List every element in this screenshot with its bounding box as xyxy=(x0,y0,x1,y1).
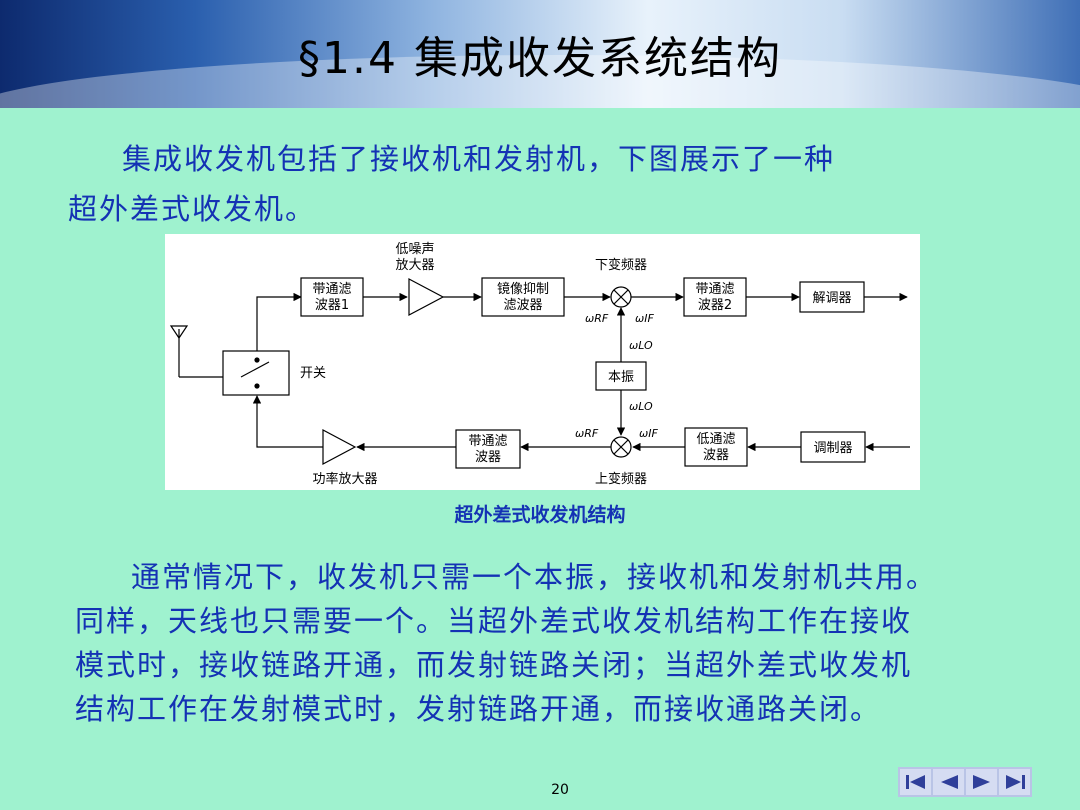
transceiver-diagram: 开关 带通滤 波器1 低噪声 放大器 镜像抑制 滤波器 下变频器 ωRF ωIF… xyxy=(165,234,920,490)
omega-lo-top: ωLO xyxy=(629,339,653,352)
local-oscillator-label: 本振 xyxy=(608,370,634,385)
lpf-label-line2: 波器 xyxy=(703,448,729,463)
diagram-caption: 超外差式收发机结构 xyxy=(454,504,626,526)
skip-forward-icon xyxy=(1005,775,1025,789)
wire-pa-switch xyxy=(252,395,323,448)
down-mixer-icon xyxy=(610,286,632,308)
omega-rf-rx: ωRF xyxy=(585,312,609,325)
modulator-label: 调制器 xyxy=(813,441,852,456)
upconverter-label: 上变频器 xyxy=(595,471,647,487)
bpf1-label-line1: 带通滤 xyxy=(312,282,351,297)
body-line-2: 同样，天线也只需要一个。当超外差式收发机结构工作在接收 xyxy=(75,604,913,638)
demodulator-label: 解调器 xyxy=(812,291,851,306)
slide-navigation xyxy=(898,767,1032,797)
body-line-1: 通常情况下，收发机只需一个本振，接收机和发射机共用。 xyxy=(131,560,938,594)
power-amp-label: 功率放大器 xyxy=(312,471,377,487)
diagram-svg: 开关 带通滤 波器1 低噪声 放大器 镜像抑制 滤波器 下变频器 ωRF ωIF… xyxy=(169,242,910,487)
omega-lo-bottom: ωLO xyxy=(629,400,653,413)
bpf2-label-line2: 波器2 xyxy=(698,298,732,313)
bpf2-box xyxy=(683,277,747,317)
lpf-label-line1: 低通滤 xyxy=(696,432,735,447)
omega-if-tx: ωIF xyxy=(639,427,658,440)
body-paragraph: 通常情况下，收发机只需一个本振，接收机和发射机共用。 同样，天线也只需要一个。当… xyxy=(75,555,1050,731)
page-number: 20 xyxy=(551,782,569,798)
lna-label-line1: 低噪声 xyxy=(395,242,434,257)
triangle-left-icon xyxy=(940,775,958,789)
lpf-box xyxy=(684,427,748,467)
last-slide-button[interactable] xyxy=(999,769,1030,795)
title-banner xyxy=(0,0,1080,108)
intro-line-1: 集成收发机包括了接收机和发射机，下图展示了一种 xyxy=(122,142,836,176)
modulator-box xyxy=(800,431,866,463)
power-amplifier-icon xyxy=(322,429,357,465)
body-line-3: 模式时，接收链路开通，而发射链路关闭；当超外差式收发机 xyxy=(75,648,913,682)
image-filter-label-line2: 滤波器 xyxy=(503,298,542,313)
first-slide-button[interactable] xyxy=(900,769,931,795)
body-line-4: 结构工作在发射模式时，发射链路开通，而接收通路关闭。 xyxy=(75,692,882,726)
bpf-tx-box xyxy=(455,429,521,469)
local-oscillator-box xyxy=(595,361,647,391)
antenna-icon xyxy=(169,325,189,377)
switch-label: 开关 xyxy=(300,366,326,381)
wire-switch-bpf1 xyxy=(256,292,302,351)
omega-rf-tx: ωRF xyxy=(575,427,599,440)
skip-back-icon xyxy=(905,775,925,789)
switch-icon xyxy=(240,357,270,389)
image-filter-label-line1: 镜像抑制 xyxy=(497,282,549,297)
bpf-tx-label-line1: 带通滤 xyxy=(468,434,507,449)
lna-label-line2: 放大器 xyxy=(395,258,434,273)
intro-line-2: 超外差式收发机。 xyxy=(68,192,317,226)
triangle-right-icon xyxy=(972,775,990,789)
omega-if-rx: ωIF xyxy=(635,312,654,325)
bpf-tx-label-line2: 波器 xyxy=(475,450,501,465)
bpf2-label-line1: 带通滤 xyxy=(695,282,734,297)
next-slide-button[interactable] xyxy=(966,769,997,795)
image-filter-box xyxy=(481,277,565,317)
previous-slide-button[interactable] xyxy=(933,769,964,795)
up-mixer-icon xyxy=(610,436,632,458)
downconverter-label: 下变频器 xyxy=(595,257,647,273)
bpf1-label-line2: 波器1 xyxy=(315,298,349,313)
lna-amplifier-icon xyxy=(408,278,445,316)
page-title: §1.4 集成收发系统结构 xyxy=(298,33,782,84)
